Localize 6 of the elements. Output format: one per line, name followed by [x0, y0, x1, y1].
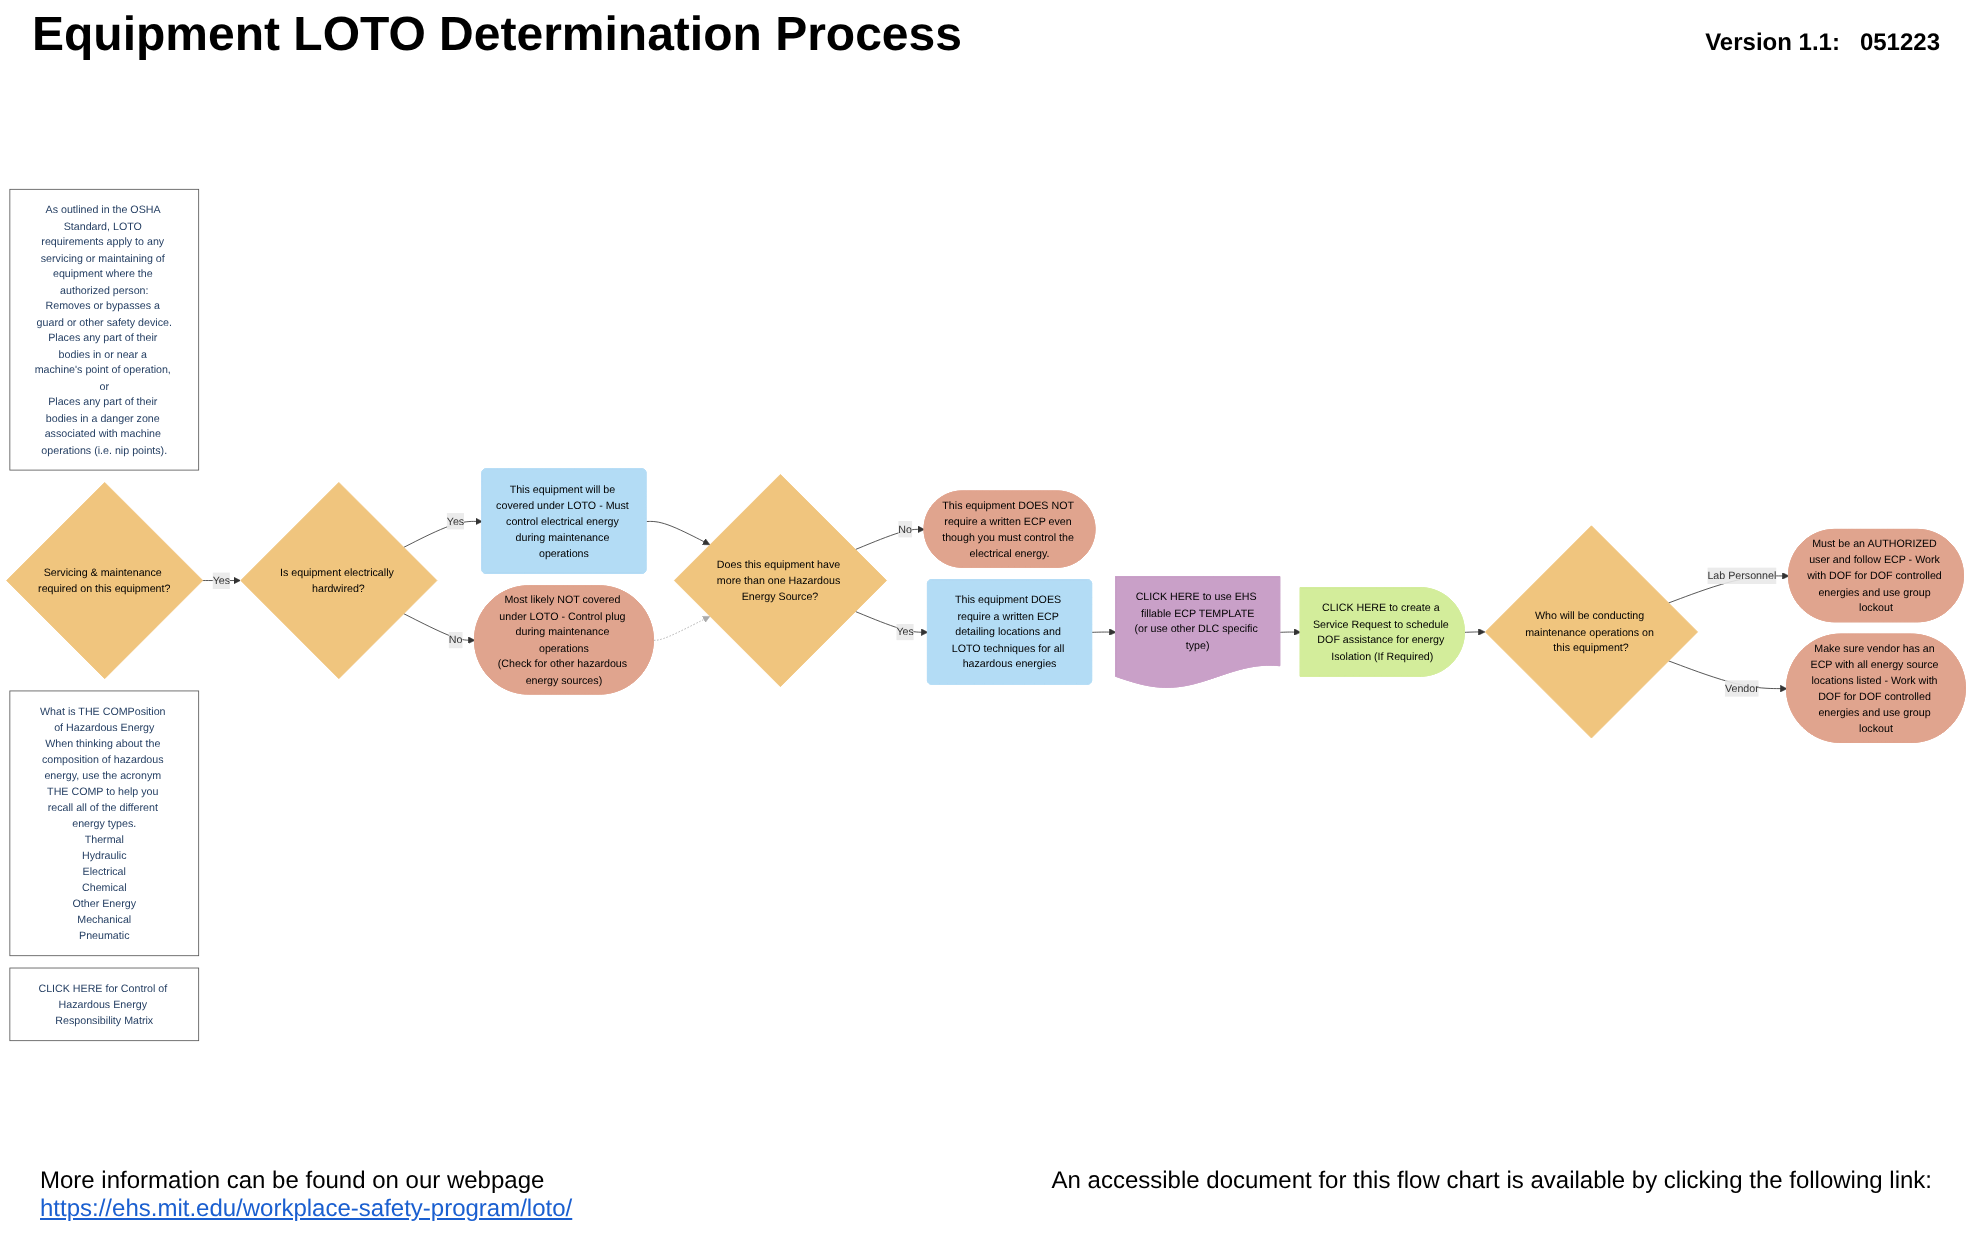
accessibility-note: An accessible document for this flow chart is available by clicking the following link:	[1051, 1166, 1932, 1194]
info-text: More information can be found on our webpage	[40, 1166, 547, 1194]
version-number: 051223	[1859, 28, 1940, 56]
web-link: https://ehs.mit.edu/workplace-safety-program/loto/	[40, 1194, 573, 1222]
title: Equipment LOTO Determination Process	[32, 8, 962, 64]
version-label: Version 1.1:	[1705, 28, 1840, 56]
